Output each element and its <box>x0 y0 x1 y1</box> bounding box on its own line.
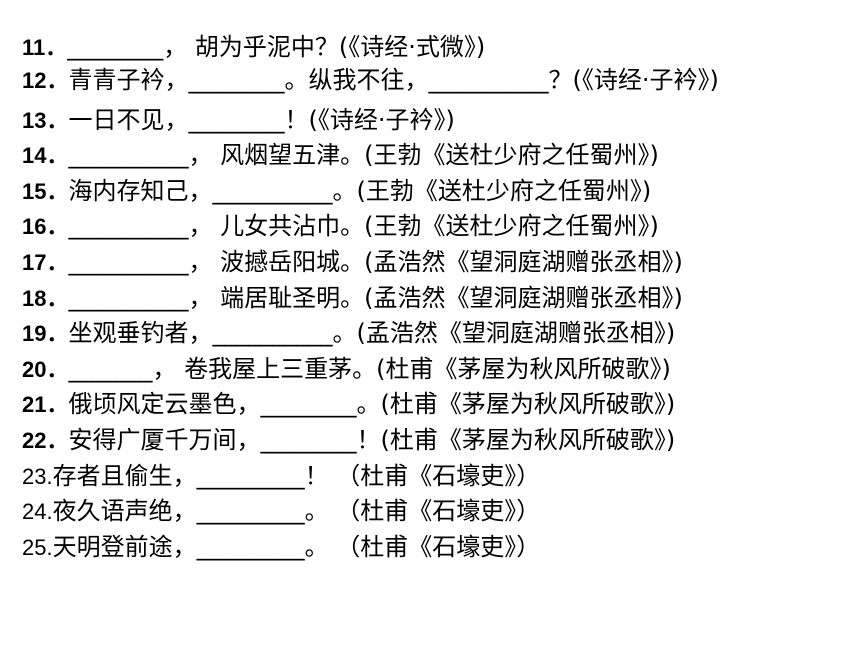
question-18: 18．__________， 端居耻圣明。(孟浩然《望洞庭湖赠张丞相》) <box>22 281 852 317</box>
question-number: 22． <box>22 427 69 453</box>
question-text: 存者且偷生，_________！ （杜甫《石壕吏》） <box>52 461 541 490</box>
question-25: 25.天明登前途，_________。 （杜甫《石壕吏》） <box>22 530 852 566</box>
question-number: 17． <box>22 249 69 275</box>
question-15: 15．海内存知己，__________。(王勃《送杜少府之任蜀州》) <box>22 174 852 210</box>
question-text: 天明登前途，_________。 （杜甫《石壕吏》） <box>52 532 541 561</box>
question-17: 17．__________， 波撼岳阳城。(孟浩然《望洞庭湖赠张丞相》) <box>22 245 852 281</box>
question-text: 俄顷风定云墨色，________。(杜甫《茅屋为秋风所破歌》) <box>68 390 676 419</box>
question-text: __________， 风烟望五津。(王勃《送杜少府之任蜀州》) <box>68 141 659 170</box>
question-text: 青青子衿，________。纵我不往，__________？(《诗经·子衿》) <box>68 65 719 94</box>
question-number: 21． <box>22 392 69 418</box>
question-list: 11．________， 胡为乎泥中？(《诗经·式微》) 12．青青子衿，___… <box>22 30 852 565</box>
question-text: _______， 卷我屋上三重茅。(杜甫《茅屋为秋风所破歌》) <box>68 354 671 383</box>
question-number: 12． <box>22 67 69 93</box>
question-text: 夜久语声绝，_________。 （杜甫《石壕吏》） <box>52 497 541 526</box>
question-24: 24.夜久语声绝，_________。 （杜甫《石壕吏》） <box>22 494 852 530</box>
question-number: 14． <box>22 143 69 169</box>
question-16: 16．__________， 儿女共沾巾。(王勃《送杜少府之任蜀州》) <box>22 209 852 245</box>
question-number: 20． <box>22 356 69 382</box>
question-text: 坐观垂钓者，__________。(孟浩然《望洞庭湖赠张丞相》) <box>68 319 676 348</box>
question-number: 19． <box>22 321 69 347</box>
question-number: 16． <box>22 214 69 240</box>
question-12: 12．青青子衿，________。纵我不往，__________？(《诗经·子衿… <box>22 66 852 103</box>
question-text: __________， 端居耻圣明。(孟浩然《望洞庭湖赠张丞相》) <box>68 283 683 312</box>
question-19: 19．坐观垂钓者，__________。(孟浩然《望洞庭湖赠张丞相》) <box>22 316 852 352</box>
question-number: 24. <box>22 499 53 525</box>
question-number: 13． <box>22 107 69 133</box>
question-text: __________， 波撼岳阳城。(孟浩然《望洞庭湖赠张丞相》) <box>68 247 683 276</box>
question-number: 15． <box>22 178 69 204</box>
question-text: 安得广厦千万间，________！(杜甫《茅屋为秋风所破歌》) <box>68 425 676 454</box>
question-20: 20．_______， 卷我屋上三重茅。(杜甫《茅屋为秋风所破歌》) <box>22 352 852 388</box>
question-text: 一日不见，________！(《诗经·子衿》) <box>68 105 455 134</box>
question-number: 23. <box>22 463 53 489</box>
question-number: 18． <box>22 285 69 311</box>
question-number: 25. <box>22 534 53 560</box>
question-text: __________， 儿女共沾巾。(王勃《送杜少府之任蜀州》) <box>68 212 659 241</box>
question-22: 22．安得广厦千万间，________！(杜甫《茅屋为秋风所破歌》) <box>22 423 852 459</box>
question-text: 海内存知己，__________。(王勃《送杜少府之任蜀州》) <box>68 176 652 205</box>
question-11: 11．________， 胡为乎泥中？(《诗经·式微》) <box>22 30 852 66</box>
question-number: 11． <box>22 35 68 60</box>
question-21: 21．俄顷风定云墨色，________。(杜甫《茅屋为秋风所破歌》) <box>22 387 852 423</box>
question-23: 23.存者且偷生，_________！ （杜甫《石壕吏》） <box>22 459 852 495</box>
question-13: 13．一日不见，________！(《诗经·子衿》) <box>22 103 852 139</box>
question-14: 14．__________， 风烟望五津。(王勃《送杜少府之任蜀州》) <box>22 138 852 174</box>
question-text: ________， 胡为乎泥中？(《诗经·式微》) <box>67 33 486 61</box>
